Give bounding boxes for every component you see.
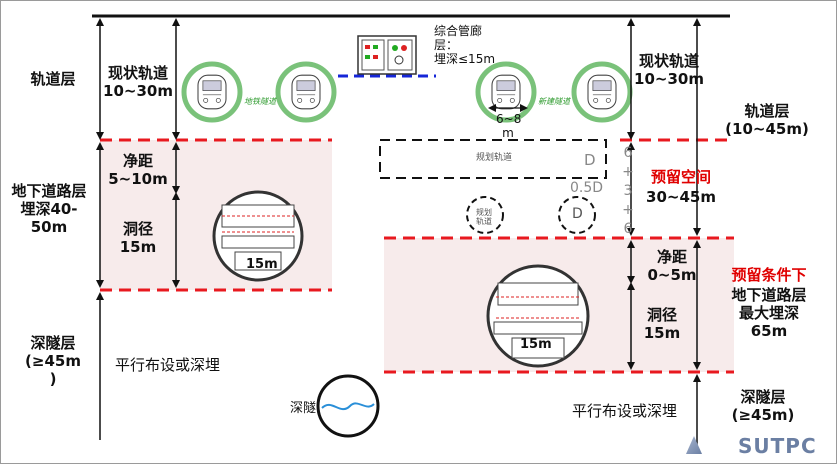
left-tunnel-tag: 地铁隧道 <box>244 97 276 106</box>
right-track-layer-label: 轨道层 (10~45m) <box>725 102 809 138</box>
right-deep-layer-label: 深隧层 (≥45m) <box>731 388 795 424</box>
right-existing-track-label: 现状轨道 10~30m <box>634 52 704 88</box>
planned-track-box <box>379 139 607 179</box>
planned-track-label: 规划轨道 <box>476 153 513 163</box>
deep-tunnel-icon <box>316 374 380 438</box>
left-track-layer-label: 轨道层 <box>30 70 76 88</box>
right-parallel-note: 平行布设或深埋 <box>572 402 678 420</box>
watermark-text: SUTPC <box>738 434 817 458</box>
utility-tunnel-icon <box>357 35 417 75</box>
utility-tunnel-label: 综合管廊 层： 埋深≤15m <box>434 24 496 66</box>
left-deep-layer-label: 深隧层 (≥45m ) <box>25 334 81 388</box>
left-hole-label: 洞径 15m <box>119 220 157 256</box>
right-clearance-label: 净距 0~5m <box>647 248 697 284</box>
left-parallel-note: 平行布设或深埋 <box>115 356 221 374</box>
right-road-layer-label: 地下道路层 最大埋深 65m <box>731 286 807 340</box>
left-existing-track-label: 现状轨道 10~30m <box>103 64 173 100</box>
planned-small-circle-1 <box>466 196 504 234</box>
train-icon-left-1 <box>181 61 243 123</box>
right-hole-label: 洞径 15m <box>643 306 681 342</box>
small-circle-label: 规划 轨道 <box>476 208 492 226</box>
d-label-box: D <box>584 151 596 169</box>
left-tunnel-section <box>212 190 304 282</box>
right-spacing-label: 6~8 m <box>496 112 522 140</box>
planned-small-circle-2 <box>558 196 596 234</box>
left-clearance-label: 净距 5~10m <box>108 152 168 188</box>
right-tunnel-tag: 新建隧道 <box>538 97 570 106</box>
reserved-space-label: 预留空间 <box>650 168 711 186</box>
d-label-circle: D <box>572 206 583 222</box>
reserved-depth-label: 30~45m <box>646 188 716 206</box>
right-tunnel-section <box>486 264 590 368</box>
left-tunnel-width: 15m <box>246 257 278 272</box>
half-d-label: 0.5D <box>570 180 604 196</box>
train-icon-right-2 <box>571 61 633 123</box>
side-note: 6 + 3 + 6 <box>622 145 634 237</box>
right-tunnel-width: 15m <box>520 337 552 352</box>
reserved-condition-label: 预留条件下 <box>731 266 807 284</box>
left-road-layer-label: 地下道路层 埋深40- 50m <box>11 182 87 236</box>
deep-tunnel-label: 深隧 <box>290 401 317 416</box>
train-icon-left-2 <box>275 61 337 123</box>
